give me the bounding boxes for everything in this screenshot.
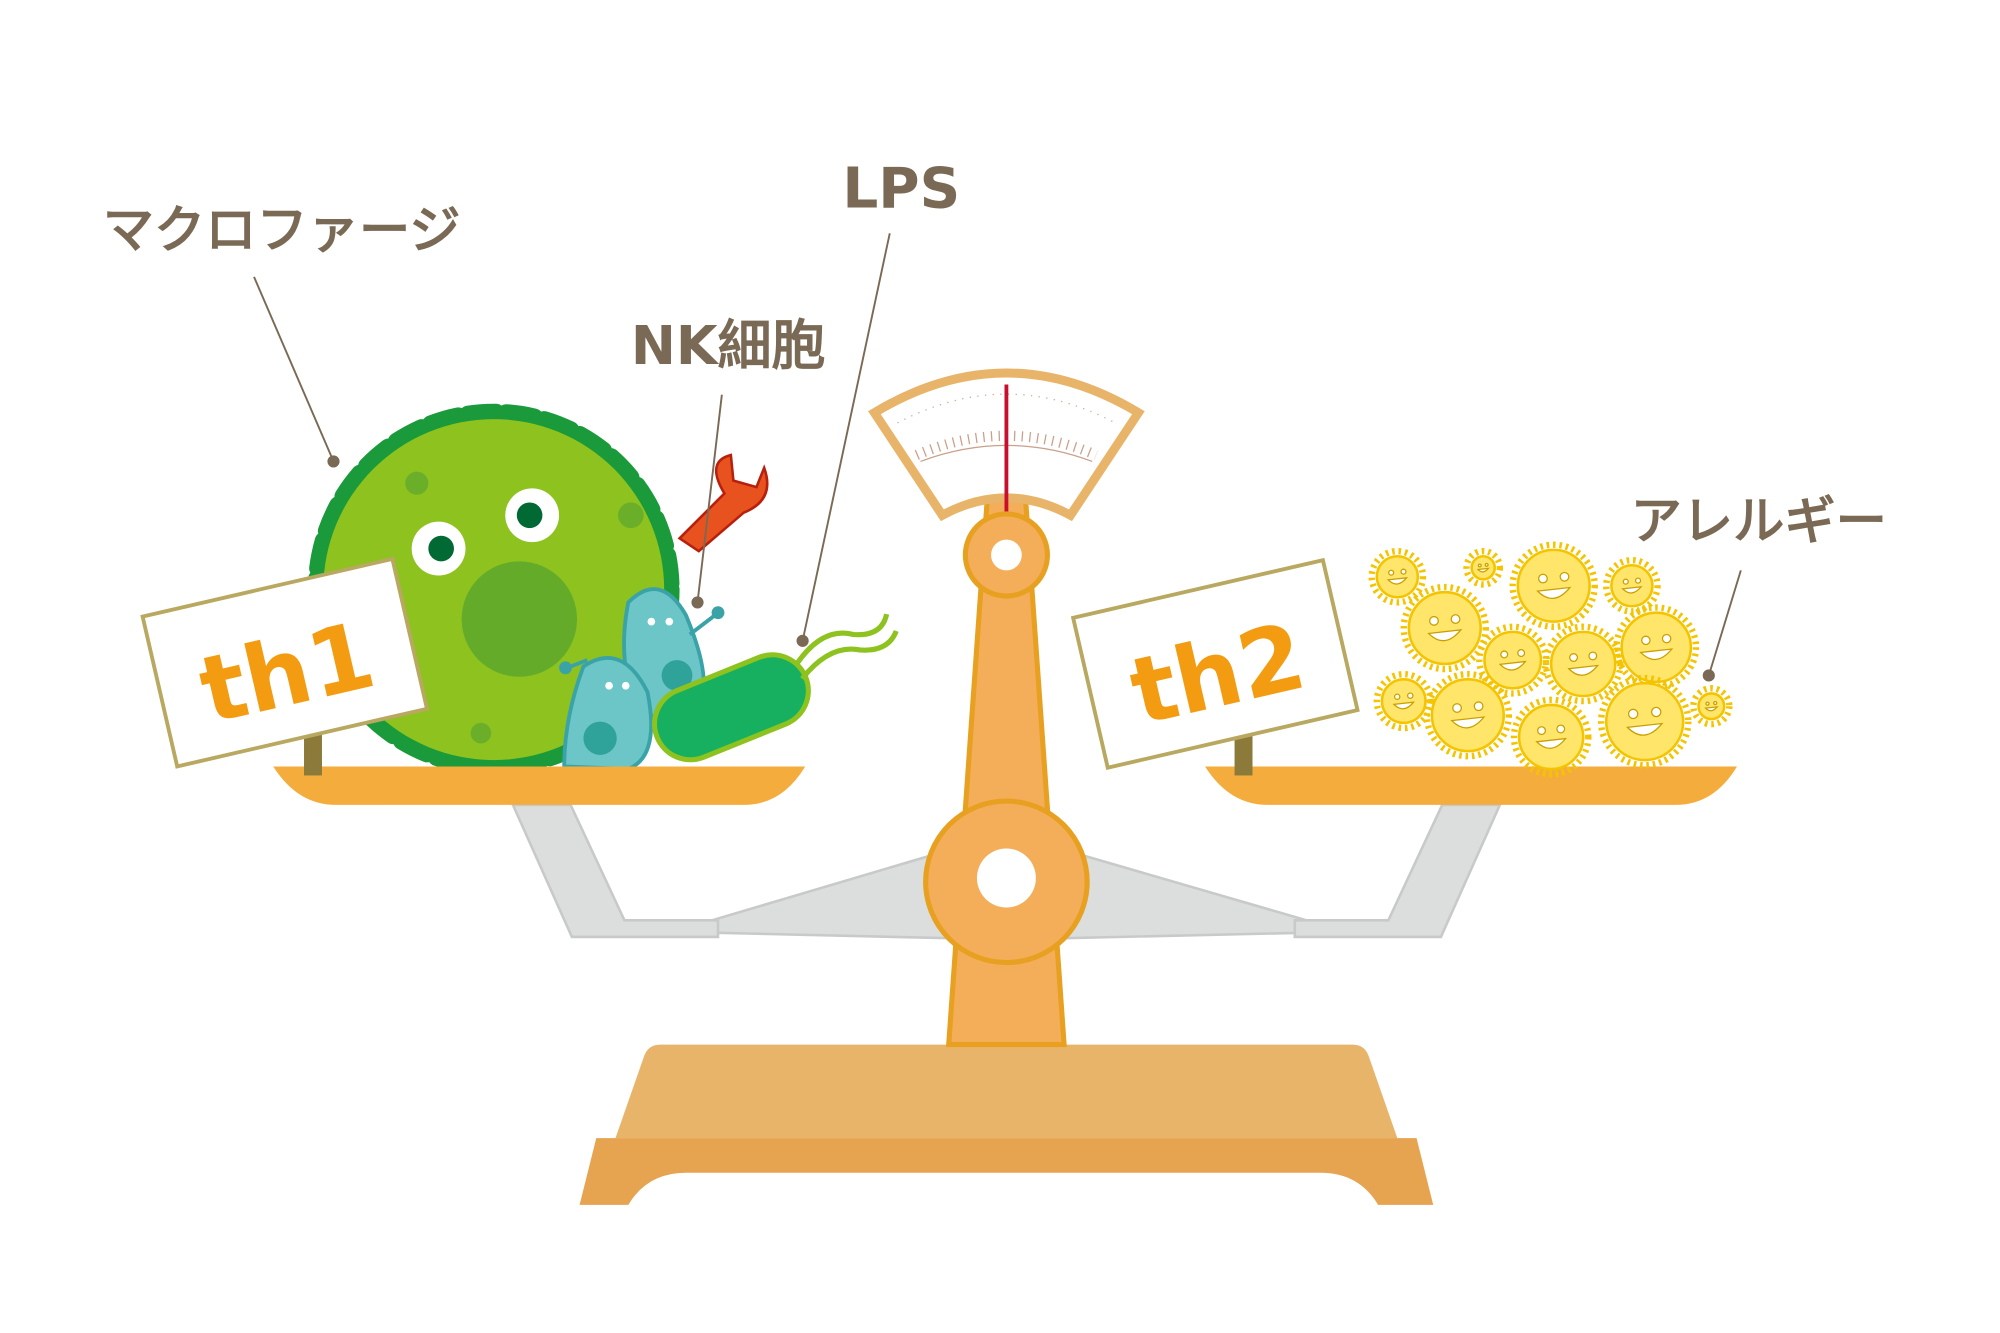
scale-base — [579, 1044, 1434, 1205]
bacterium-lps — [651, 613, 899, 763]
pollen-grain — [1597, 674, 1692, 769]
pollen-grain — [1690, 685, 1733, 728]
pollen-group — [1368, 541, 1733, 778]
pollen-grain — [1510, 696, 1592, 778]
nk-cell-label: NK細胞 — [631, 314, 825, 377]
pollen-grain — [1400, 583, 1489, 673]
right-pan — [1205, 766, 1737, 805]
allergy-label: アレルギー — [1631, 491, 1887, 551]
th2-sign: th2 — [1070, 557, 1360, 776]
pollen-grain — [1509, 541, 1598, 630]
nk-cells — [559, 587, 725, 771]
pollen-grain — [1603, 556, 1661, 615]
pollen-grain — [1476, 623, 1550, 697]
pollen-grain — [1373, 670, 1434, 732]
macrophage-label: マクロファージ — [103, 200, 461, 260]
pollen-grain — [1613, 604, 1700, 691]
th1-sign: th1 — [140, 556, 430, 776]
pollen-grain — [1368, 547, 1427, 606]
scale-gauge — [868, 368, 1145, 522]
lps-label: LPS — [842, 157, 960, 222]
wrench-icon — [677, 453, 769, 553]
pollen-grain — [1423, 670, 1513, 760]
pollen-grain — [1463, 547, 1504, 588]
leader-lines — [253, 233, 1742, 682]
pollen-grain — [1542, 623, 1624, 705]
left-pan — [273, 766, 806, 805]
